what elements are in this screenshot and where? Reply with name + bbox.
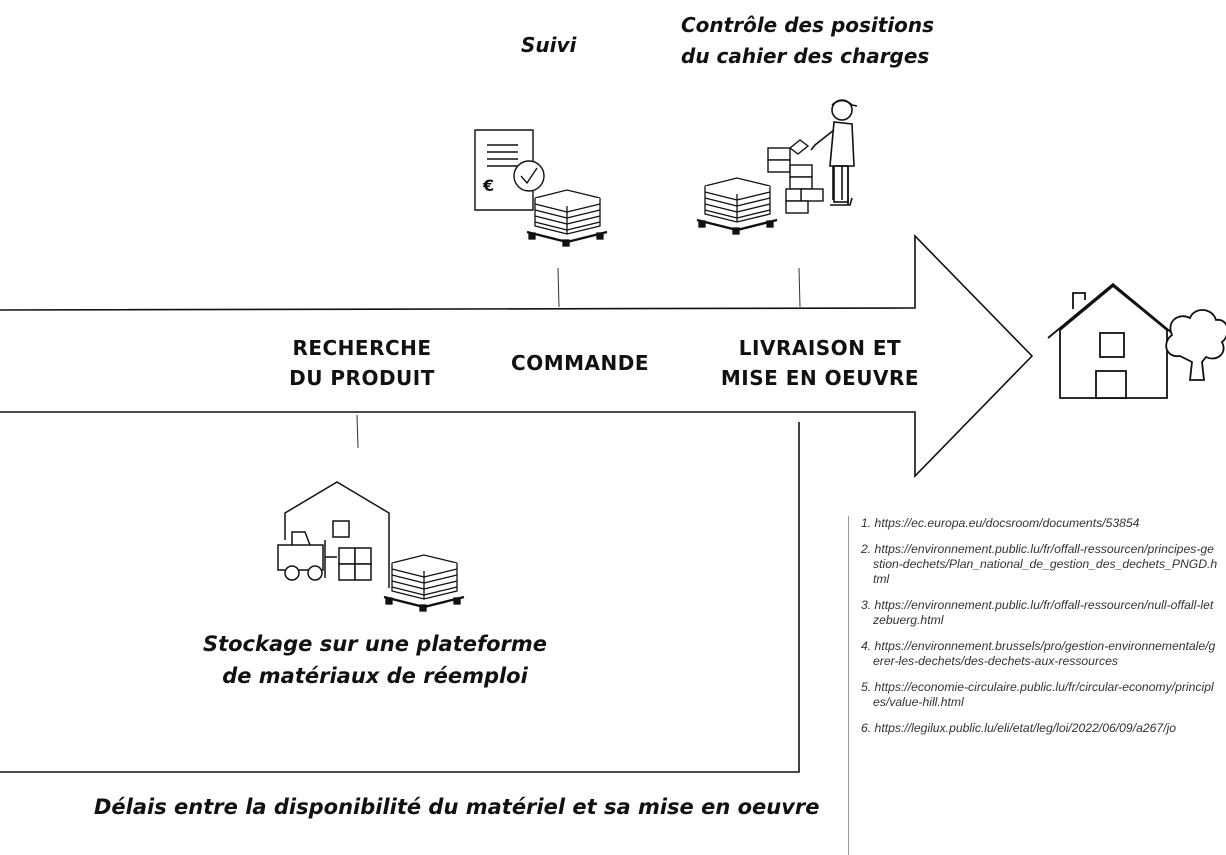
reference-item[interactable]: 6. https://legilux.public.lu/eli/etat/le… xyxy=(861,721,1177,735)
annotation-stockage-line-1: Stockage sur une plateforme xyxy=(202,632,548,656)
reference-item[interactable]: 5. https://economie-circulaire.public.lu… xyxy=(861,680,1214,709)
annotation-controle-line-2: du cahier des charges xyxy=(681,44,930,68)
annotation-stockage-line-2: de matériaux de réemploi xyxy=(222,664,528,688)
timeline-arrow xyxy=(0,234,1034,478)
reference-item[interactable]: 1. https://ec.europa.eu/docsroom/documen… xyxy=(861,516,1140,530)
pallet-stack-icon xyxy=(696,177,778,235)
references-list: 1. https://ec.europa.eu/docsroom/documen… xyxy=(848,516,1218,855)
house-icon xyxy=(1047,282,1179,399)
warehouse-forklift-icon xyxy=(277,481,390,588)
euro-icon: € xyxy=(482,176,494,195)
annotation-delais: Délais entre la disponibilité du matérie… xyxy=(94,795,820,819)
connector-livraison-top xyxy=(798,267,801,308)
stage-livraison-line-1: LIVRAISON ET xyxy=(738,336,902,360)
stage-recherche-line-2: DU PRODUIT xyxy=(289,366,435,390)
annotation-stockage: Stockage sur une plateforme de matériaux… xyxy=(195,628,555,692)
brick-stack-icon xyxy=(767,139,824,214)
pallet-stack-icon xyxy=(526,189,608,247)
annotation-controle-line-1: Contrôle des positions xyxy=(681,13,935,37)
annotation-controle: Contrôle des positions du cahier des cha… xyxy=(681,10,934,72)
reference-item[interactable]: 4. https://environnement.brussels/pro/ge… xyxy=(861,639,1216,668)
pallet-stack-icon xyxy=(383,554,465,612)
stage-commande: COMMANDE xyxy=(490,348,670,378)
connector-recherche xyxy=(356,414,359,449)
stage-commande-line-1: COMMANDE xyxy=(511,351,649,375)
connector-commande xyxy=(557,267,560,308)
stage-recherche: RECHERCHE DU PRODUIT xyxy=(262,333,462,393)
reference-item[interactable]: 2. https://environnement.public.lu/fr/of… xyxy=(861,542,1218,586)
stage-livraison-line-2: MISE EN OEUVRE xyxy=(720,366,920,390)
construction-worker-icon xyxy=(810,99,858,206)
annotation-suivi: Suivi xyxy=(521,33,577,57)
reference-item[interactable]: 3. https://environnement.public.lu/fr/of… xyxy=(861,598,1214,627)
invoice-document-icon: € xyxy=(474,129,545,211)
stage-livraison: LIVRAISON ET MISE EN OEUVRE xyxy=(700,333,940,393)
delay-bracket xyxy=(0,422,800,773)
tree-icon xyxy=(1165,309,1226,381)
stage-recherche-line-1: RECHERCHE xyxy=(292,336,432,360)
